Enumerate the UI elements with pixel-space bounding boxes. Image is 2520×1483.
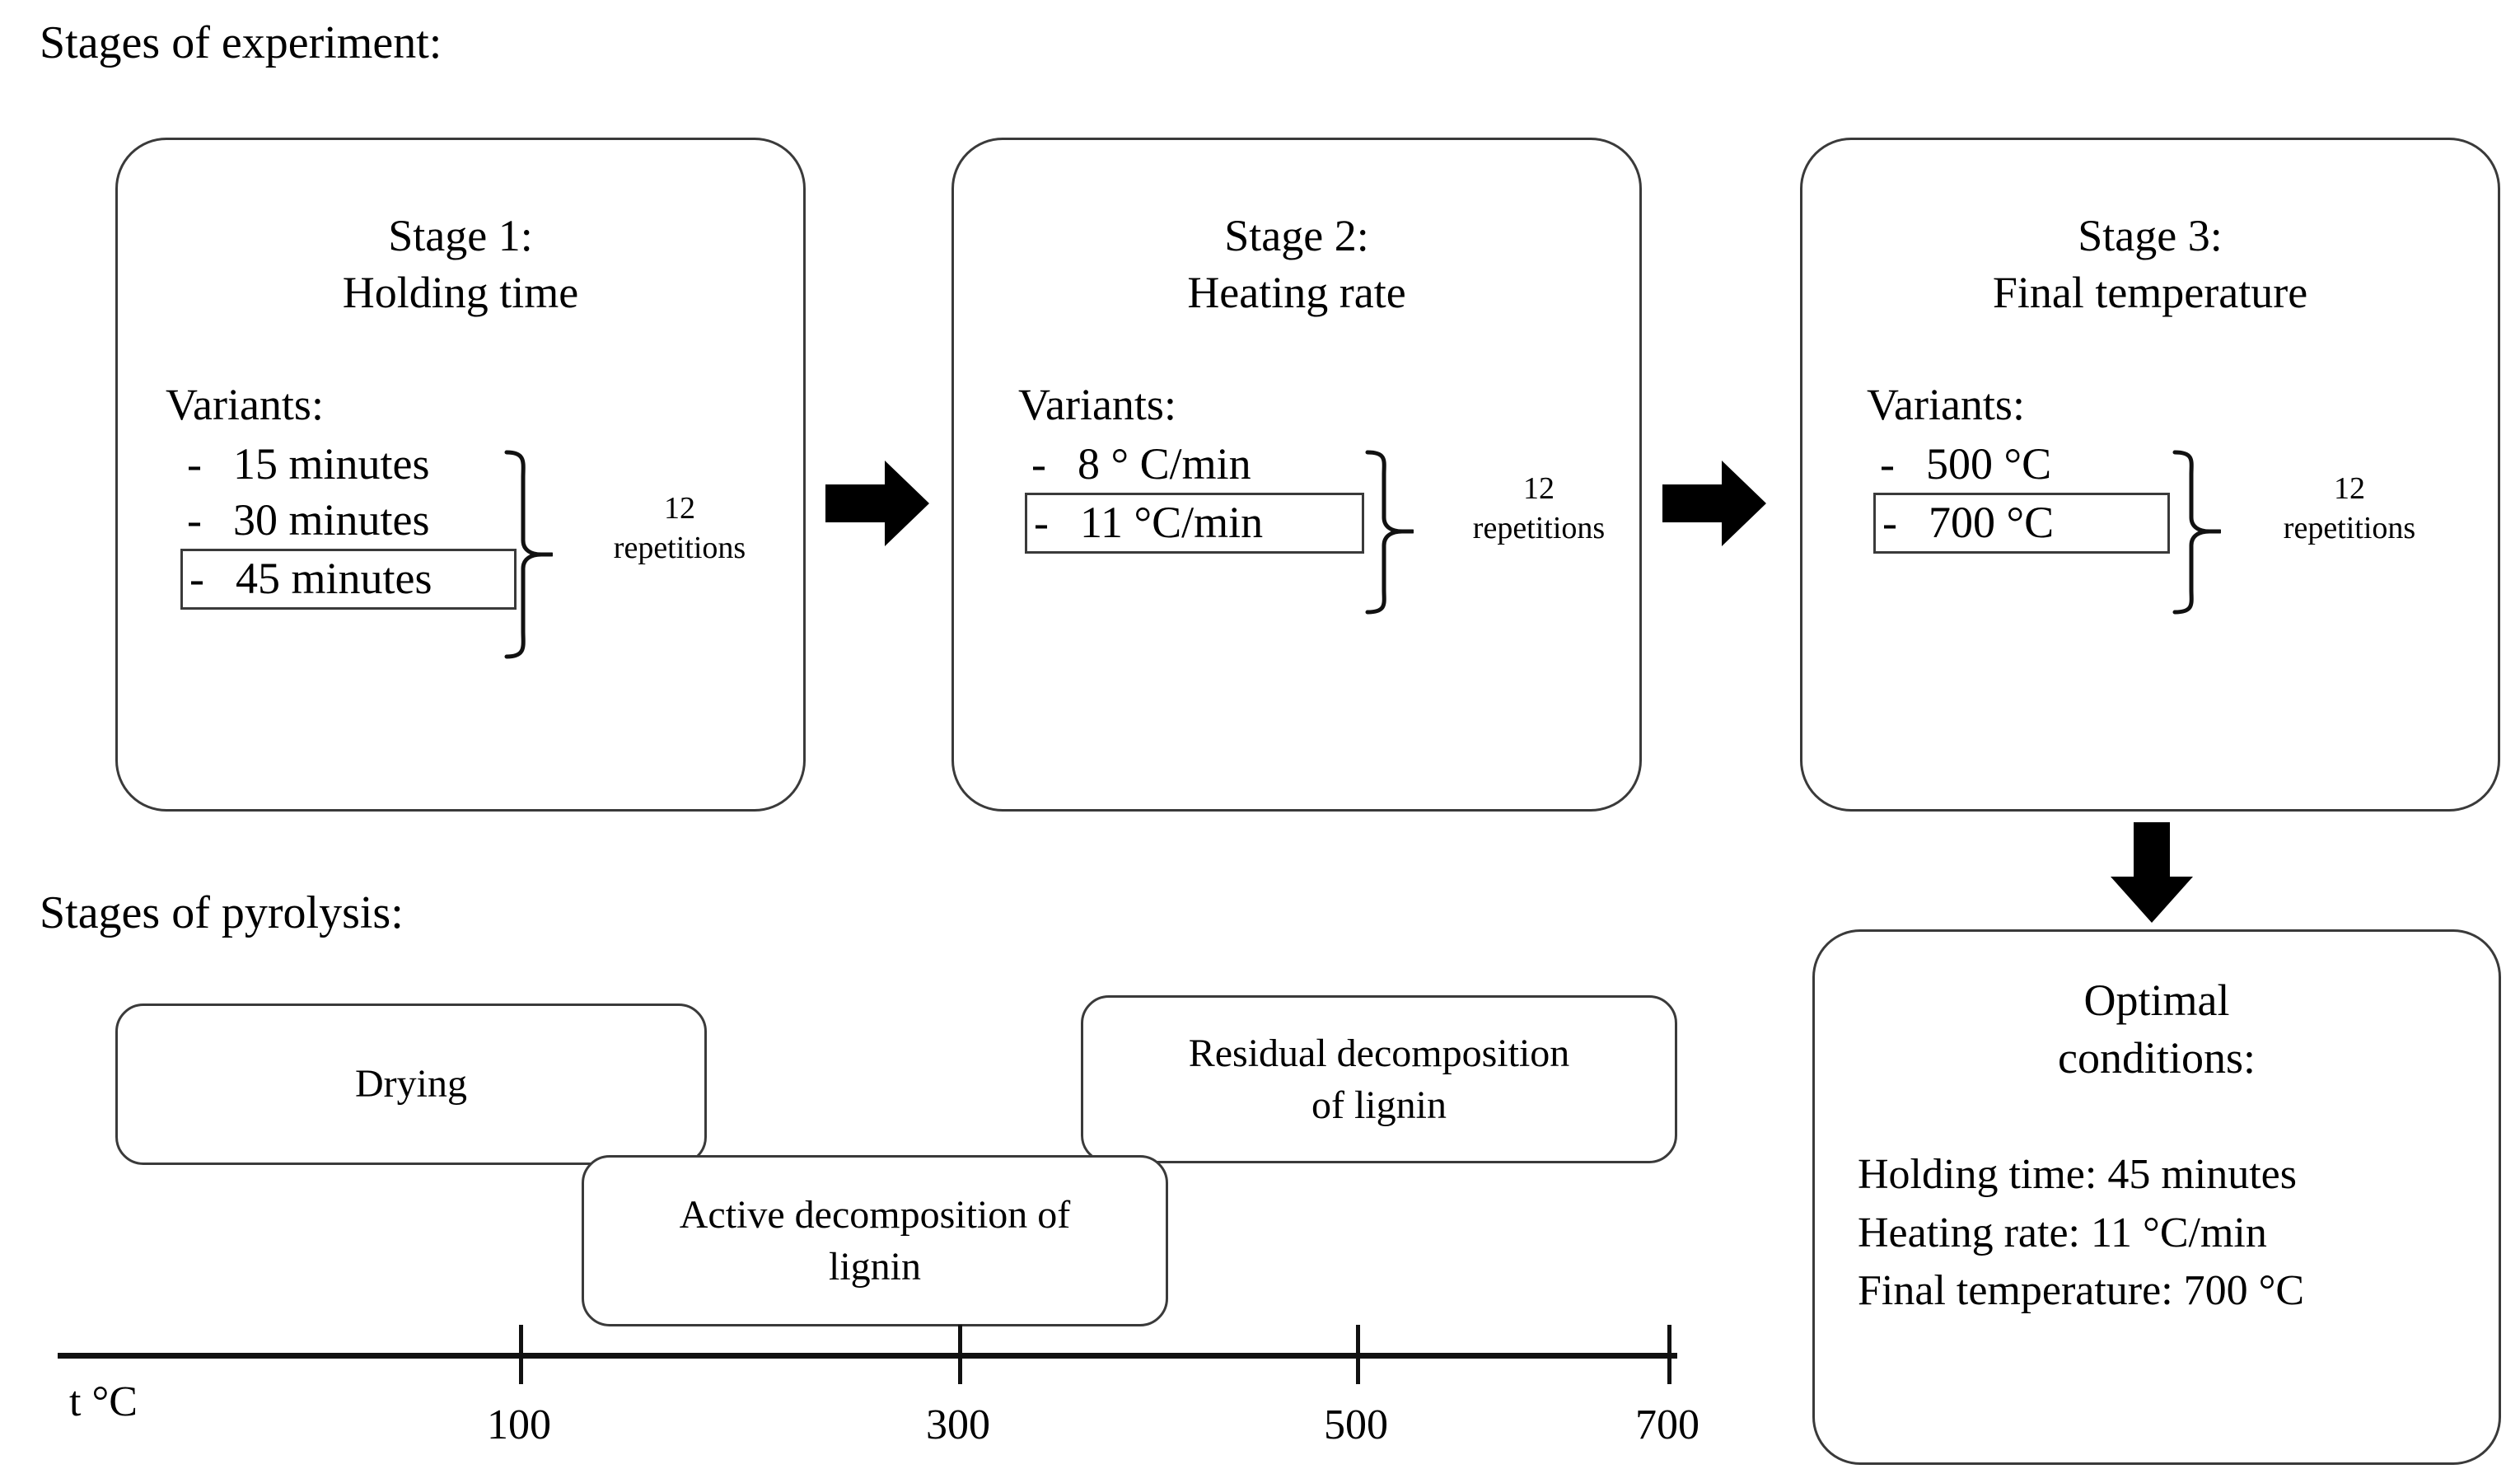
stage-1-variant-1[interactable]: - 30 minutes (180, 493, 517, 549)
bullet-dash-icon: - (187, 494, 202, 545)
stage-3-variant-1-selected[interactable]: - 700 °C (1873, 492, 2170, 554)
stage-2-card[interactable]: Stage 2: Heating rate Variants: - 8 ° C/… (951, 138, 1642, 812)
axis-tick-700 (1667, 1325, 1671, 1384)
stage-3-variant-0[interactable]: - 500 °C (1873, 437, 2170, 493)
optimal-final-temperature: Final temperature: 700 °C (1858, 1267, 2305, 1315)
arrow-stage3-to-optimal-icon (2106, 822, 2198, 924)
bullet-dash-icon: - (1034, 497, 1049, 547)
axis-tick-300 (958, 1325, 962, 1384)
axis-tick-label-100: 100 (487, 1401, 551, 1448)
stage-3-card[interactable]: Stage 3: Final temperature Variants: - 5… (1800, 138, 2500, 812)
stage-1-variants-label: Variants: (166, 380, 324, 429)
bullet-dash-icon: - (189, 553, 204, 603)
bullet-dash-icon: - (1880, 439, 1895, 489)
optimal-holding-time: Holding time: 45 minutes (1858, 1151, 2297, 1198)
stage-3-repetitions: 12 repetitions (2283, 471, 2416, 545)
stage-2-variants-label: Variants: (1018, 380, 1176, 429)
stages-of-pyrolysis-caption: Stages of pyrolysis: (40, 887, 404, 938)
stage-1-variant-2-selected[interactable]: - 45 minutes (180, 548, 517, 610)
optimal-conditions-values: Holding time: 45 minutes Heating rate: 1… (1858, 1146, 2304, 1321)
stage-2-variant-1-selected[interactable]: - 11 °C/min (1025, 492, 1364, 554)
stage-2-variant-0[interactable]: - 8 ° C/min (1025, 437, 1364, 493)
stage-2-repetitions: 12 repetitions (1472, 471, 1606, 545)
bullet-dash-icon: - (1882, 497, 1897, 547)
bullet-dash-icon: - (1031, 439, 1046, 489)
stage-2-variant-0-label: 8 ° C/min (1078, 439, 1251, 489)
stage-1-repetitions: 12 repetitions (613, 491, 746, 565)
stage-3-variant-1-label: 700 °C (1929, 497, 2055, 547)
axis-tick-label-300: 300 (926, 1401, 990, 1448)
stage-1-title: Stage 1: Holding time (342, 211, 579, 318)
stage-2-brace-icon (1356, 450, 1414, 615)
stages-of-experiment-caption: Stages of experiment: (40, 17, 442, 68)
stage-2-title: Stage 2: Heating rate (1187, 211, 1406, 318)
bullet-dash-icon: - (187, 439, 202, 489)
axis-unit-label: t °C (69, 1378, 138, 1425)
stage-1-variants: Variants: - 15 minutes - 30 minutes - 45… (166, 379, 517, 610)
stage-3-title: Stage 3: Final temperature (1992, 211, 2308, 318)
pyrolysis-box-drying[interactable]: Drying (115, 1003, 707, 1165)
optimal-conditions-title: Optimal conditions: (2058, 975, 2256, 1083)
stage-1-variant-1-label: 30 minutes (233, 494, 430, 545)
axis-tick-label-500: 500 (1324, 1401, 1388, 1448)
stage-3-variants: Variants: - 500 °C - 700 °C (1867, 379, 2170, 554)
stage-1-card[interactable]: Stage 1: Holding time Variants: - 15 min… (115, 138, 806, 812)
optimal-heating-rate: Heating rate: 11 °C/min (1858, 1209, 2267, 1256)
stage-3-variant-0-label: 500 °C (1926, 439, 2052, 489)
axis-tick-500 (1356, 1325, 1360, 1384)
stage-1-variant-0[interactable]: - 15 minutes (180, 437, 517, 493)
pyrolysis-box-residual-decomposition[interactable]: Residual decomposition of lignin (1081, 995, 1677, 1163)
stage-2-variant-1-label: 11 °C/min (1080, 497, 1264, 547)
stage-3-brace-icon (2163, 450, 2221, 615)
pyrolysis-box-active-decomposition[interactable]: Active decomposition of lignin (582, 1155, 1168, 1326)
stage-1-brace-icon (495, 450, 553, 659)
stage-1-variant-2-label: 45 minutes (236, 553, 432, 603)
stage-2-variants: Variants: - 8 ° C/min - 11 °C/min (1018, 379, 1364, 554)
arrow-stage2-to-stage3-icon (1662, 457, 1768, 550)
axis-tick-100 (519, 1325, 523, 1384)
axis-tick-label-700: 700 (1635, 1401, 1699, 1448)
temperature-axis-line (58, 1353, 1677, 1359)
stage-3-variants-label: Variants: (1867, 380, 2025, 429)
optimal-conditions-card[interactable]: Optimal conditions: Holding time: 45 min… (1812, 929, 2501, 1465)
stage-1-variant-0-label: 15 minutes (233, 439, 430, 489)
arrow-stage1-to-stage2-icon (825, 457, 931, 550)
